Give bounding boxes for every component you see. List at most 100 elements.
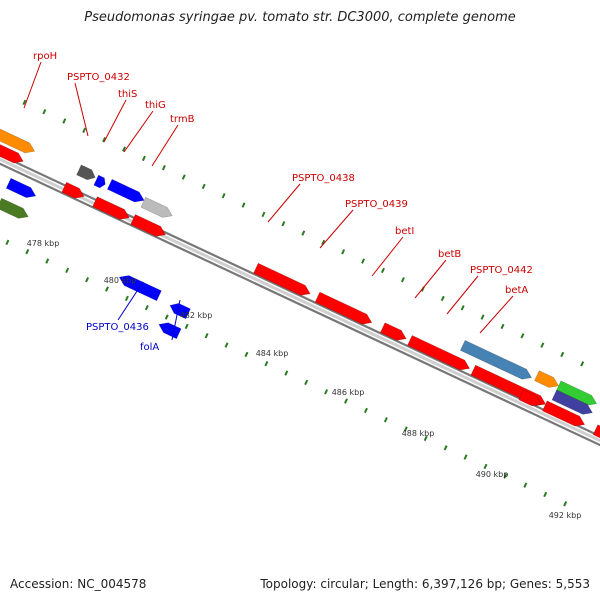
gene-arrow	[592, 424, 600, 439]
tick-dot	[321, 239, 326, 246]
genome-backbone	[0, 153, 600, 447]
tick-label: 478 kbp	[27, 239, 60, 248]
tick-dot	[201, 183, 206, 190]
tick-dot	[221, 193, 226, 199]
gene-arrow	[61, 181, 85, 199]
gene-arrow	[379, 322, 407, 341]
tick-dot	[500, 323, 505, 330]
label-leaders	[23, 61, 514, 341]
gene-arrow	[106, 178, 145, 203]
tick-dot	[301, 230, 306, 236]
tick-dot	[304, 379, 309, 386]
backbone-line	[0, 162, 600, 447]
tick-dot	[261, 211, 266, 218]
gene-label: PSPTO_0439	[345, 199, 408, 210]
tick-dot	[344, 398, 348, 404]
tick-dot	[25, 249, 30, 255]
tick-dot	[241, 202, 246, 208]
gene-arrow	[76, 164, 96, 181]
genes	[0, 128, 600, 439]
tick-label: 482 kbp	[180, 311, 213, 320]
leader-line	[123, 110, 154, 153]
gene-arrow	[140, 196, 173, 218]
tick-dot	[503, 473, 508, 479]
leader-line	[103, 99, 127, 143]
tick-dot	[460, 305, 465, 311]
gene-arrow	[253, 262, 311, 296]
tick-dot	[204, 333, 209, 339]
tick-dot	[480, 314, 485, 320]
tick-dot	[224, 342, 229, 348]
gene-arrow	[0, 144, 24, 164]
tick-label: 488 kbp	[402, 429, 435, 438]
tick-dot	[122, 146, 126, 152]
gene-label: PSPTO_0436	[86, 322, 149, 333]
tick-dot	[65, 267, 70, 274]
gene-arrow	[93, 174, 106, 189]
tick-dot	[403, 426, 408, 432]
gene-label: thiS	[118, 89, 137, 100]
gene-arrow	[118, 275, 162, 302]
tick-dot	[161, 165, 166, 171]
tick-label: 486 kbp	[332, 388, 365, 397]
gene-arrow	[169, 303, 191, 320]
gene-label: betB	[438, 249, 461, 260]
map-title: Pseudomonas syringae pv. tomato str. DC3…	[84, 10, 516, 25]
tick-dot	[62, 118, 67, 124]
tick-dot	[181, 174, 186, 180]
gene-arrow	[0, 197, 29, 219]
tick-dot	[483, 463, 488, 470]
gene-label: PSPTO_0438	[292, 173, 355, 184]
tick-dot	[105, 286, 109, 292]
gene-label: PSPTO_0442	[470, 265, 533, 276]
leader-line	[446, 275, 479, 315]
accession-text: Accession: NC_004578	[10, 577, 147, 591]
tick-dot	[144, 305, 149, 311]
tick-dot	[363, 407, 368, 414]
tick-dot	[45, 258, 50, 264]
tick-dot	[284, 370, 289, 376]
tick-dot	[463, 454, 468, 460]
tick-dot	[443, 445, 448, 451]
gene-label: thiG	[145, 100, 166, 111]
tick-dot	[164, 314, 169, 320]
tick-dot	[184, 323, 189, 330]
tick-dot	[440, 295, 445, 302]
tick-marks	[5, 99, 585, 507]
leader-line	[414, 259, 447, 299]
gene-label: betA	[505, 285, 528, 296]
gene-label: rpoH	[33, 51, 57, 62]
gene-arrow	[459, 339, 533, 380]
leader-line	[23, 61, 42, 109]
tick-dot	[324, 389, 329, 395]
tick-dot	[341, 249, 346, 255]
tick-dot	[540, 342, 545, 348]
tick-dot	[523, 482, 528, 488]
tick-dot	[22, 99, 27, 106]
gene-arrow	[407, 335, 471, 371]
tick-label: 480 kbp	[104, 276, 137, 285]
leader-line	[74, 82, 89, 137]
tick-dot	[264, 361, 269, 367]
topology-text: Topology: circular; Length: 6,397,126 bp…	[260, 577, 590, 591]
tick-dot	[281, 221, 286, 227]
leader-line	[267, 183, 301, 223]
tick-dot	[361, 258, 366, 264]
tick-dot	[124, 295, 129, 302]
leader-line	[117, 281, 144, 321]
gene-arrow	[542, 400, 586, 427]
tick-dot	[563, 501, 568, 507]
tick-dot	[560, 351, 565, 358]
leader-line	[171, 299, 181, 341]
tick-dot	[520, 333, 525, 339]
gene-arrow	[0, 128, 36, 154]
tick-dot	[543, 491, 548, 498]
tick-dot	[381, 267, 385, 274]
gene-arrow	[158, 322, 182, 340]
gene-arrow	[555, 380, 598, 406]
gene-arrow	[518, 389, 542, 407]
gene-arrow	[130, 214, 167, 237]
tick-dot	[141, 155, 146, 162]
leader-line	[479, 295, 514, 334]
